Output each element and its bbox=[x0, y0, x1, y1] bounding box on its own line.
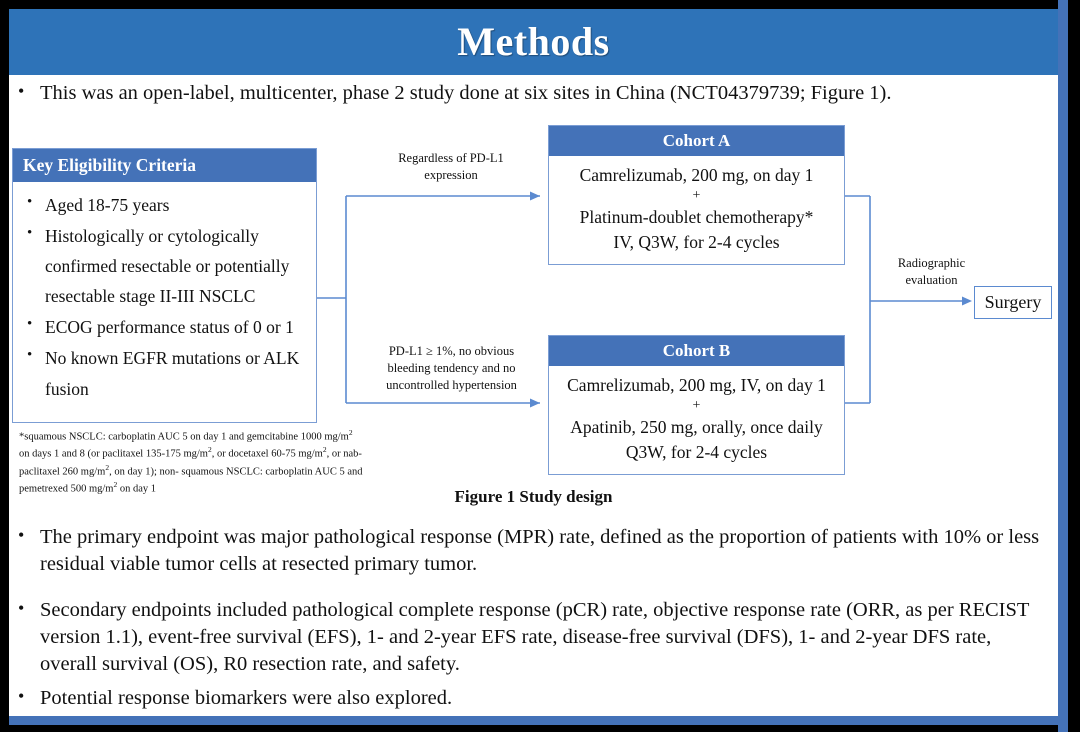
list-item-label: Aged 18-75 years bbox=[45, 195, 170, 215]
slide-title-band: Methods bbox=[9, 9, 1058, 75]
cohort-b-line2: Apatinib, 250 mg, orally, once daily bbox=[570, 417, 823, 438]
slide-frame-right bbox=[1068, 0, 1080, 732]
list-item: • No known EGFR mutations or ALK fusion bbox=[21, 343, 310, 403]
bullet-marker-icon: • bbox=[27, 194, 33, 210]
surgery-box: Surgery bbox=[974, 286, 1052, 319]
footnote-line3-b: on day 1 bbox=[117, 483, 157, 495]
connector-label-cohort-b: PD-L1 ≥ 1%, no obvious bleeding tendency… bbox=[364, 343, 539, 394]
list-item-label: Histologically or cytologically confirme… bbox=[45, 226, 290, 307]
footnote-line2-d: , on day 1); non- bbox=[109, 466, 179, 478]
bullet-marker-icon: • bbox=[18, 686, 25, 706]
list-item: • Histologically or cytologically confir… bbox=[21, 221, 310, 311]
cohort-b-body: Camrelizumab, 200 mg, IV, on day 1 + Apa… bbox=[549, 366, 844, 466]
bullet-primary-endpoint-text: The primary endpoint was major pathologi… bbox=[40, 526, 1040, 576]
bullet-intro: • This was an open-label, multicenter, p… bbox=[14, 80, 1044, 107]
cohort-a-line2: Platinum-doublet chemotherapy* bbox=[579, 207, 814, 228]
connector-label-cohort-a-line2: expression bbox=[424, 167, 478, 182]
figure-caption: Figure 1 Study design bbox=[454, 487, 613, 506]
footnote-line1-post: on days 1 and 8 (or bbox=[19, 448, 100, 460]
list-item: • Aged 18-75 years bbox=[21, 190, 310, 220]
eligibility-criteria-list: • Aged 18-75 years • Histologically or c… bbox=[13, 182, 316, 409]
slide-frame-bottom bbox=[0, 725, 1080, 732]
connector-label-radiographic-line2: evaluation bbox=[905, 272, 958, 287]
figure-connector-lines bbox=[317, 191, 972, 408]
cohort-a-plus: + bbox=[692, 188, 701, 204]
bullet-primary-endpoint: • The primary endpoint was major patholo… bbox=[14, 524, 1048, 578]
slide-frame-accent-bottom bbox=[9, 716, 1068, 725]
cohort-b-box: Cohort B Camrelizumab, 200 mg, IV, on da… bbox=[548, 335, 845, 475]
cohort-b-line3: Q3W, for 2-4 cycles bbox=[625, 442, 768, 463]
connector-label-cohort-a: Regardless of PD-L1 expression bbox=[381, 150, 521, 184]
cohort-b-plus: + bbox=[692, 398, 701, 414]
bullet-marker-icon: • bbox=[27, 225, 33, 242]
bullet-secondary-endpoints-text: Secondary endpoints included pathologica… bbox=[40, 599, 1030, 676]
list-item: • ECOG performance status of 0 or 1 bbox=[21, 312, 310, 342]
slide-frame-left bbox=[0, 0, 9, 732]
footnote-line2-c: , or nab-paclitaxel 260 mg/m bbox=[19, 448, 362, 478]
cohort-a-body: Camrelizumab, 200 mg, on day 1 + Platinu… bbox=[549, 156, 844, 256]
footnote-sup: 2 bbox=[105, 462, 110, 472]
slide-frame-accent-right bbox=[1058, 0, 1068, 732]
bullet-secondary-endpoints: • Secondary endpoints included pathologi… bbox=[14, 597, 1048, 678]
bullet-marker-icon: • bbox=[18, 525, 25, 545]
chemotherapy-footnote: *squamous NSCLC: carboplatin AUC 5 on da… bbox=[19, 428, 364, 498]
bullet-marker-icon: • bbox=[27, 316, 33, 333]
bullet-marker-icon: • bbox=[18, 598, 25, 618]
connector-label-radiographic-evaluation: Radiographic evaluation bbox=[879, 255, 984, 289]
cohort-b-header: Cohort B bbox=[549, 336, 844, 366]
footnote-sup: 2 bbox=[113, 480, 118, 490]
connector-label-cohort-b-line2: bleeding tendency and no bbox=[387, 360, 516, 375]
bullet-marker-icon: • bbox=[27, 347, 33, 364]
arrowheads bbox=[530, 191, 972, 408]
bullet-biomarkers: • Potential response biomarkers were als… bbox=[14, 685, 1048, 712]
cohort-a-line3: IV, Q3W, for 2-4 cycles bbox=[613, 232, 780, 253]
footnote-line2-b: , or docetaxel 60-75 mg/m bbox=[211, 448, 323, 460]
page-title: Methods bbox=[457, 19, 610, 64]
cohort-a-box: Cohort A Camrelizumab, 200 mg, on day 1 … bbox=[548, 125, 845, 265]
connector-label-cohort-b-line1: PD-L1 ≥ 1%, no obvious bbox=[388, 344, 515, 358]
footnote-line1-pre: *squamous NSCLC: carboplatin AUC 5 on da… bbox=[19, 431, 349, 443]
study-design-figure: Key Eligibility Criteria • Aged 18-75 ye… bbox=[9, 118, 1058, 508]
bullet-marker-icon: • bbox=[18, 81, 25, 101]
eligibility-criteria-box: Key Eligibility Criteria • Aged 18-75 ye… bbox=[12, 148, 317, 423]
bullet-biomarkers-text: Potential response biomarkers were also … bbox=[40, 687, 453, 709]
slide-frame-top bbox=[0, 0, 1080, 9]
connector-label-cohort-b-line3: uncontrolled hypertension bbox=[386, 377, 517, 392]
footnote-sup: 2 bbox=[322, 445, 327, 455]
cohort-b-line1: Camrelizumab, 200 mg, IV, on day 1 bbox=[567, 375, 826, 395]
surgery-label: Surgery bbox=[984, 292, 1042, 312]
footnote-line3-a: squamous NSCLC: carboplatin AUC 5 and pe… bbox=[19, 466, 363, 495]
eligibility-box-header: Key Eligibility Criteria bbox=[13, 149, 316, 182]
cohort-a-header: Cohort A bbox=[549, 126, 844, 156]
list-item-label: No known EGFR mutations or ALK fusion bbox=[45, 348, 300, 399]
footnote-line2-a: paclitaxel 135-175 mg/m bbox=[102, 448, 208, 460]
footnote-sup: 2 bbox=[348, 428, 353, 437]
footnote-sup: 2 bbox=[207, 445, 212, 455]
connector-label-cohort-a-line1: Regardless of PD-L1 bbox=[398, 151, 504, 165]
list-item-label: ECOG performance status of 0 or 1 bbox=[45, 317, 294, 338]
connector-label-radiographic-line1: Radiographic bbox=[897, 256, 966, 270]
cohort-a-line1: Camrelizumab, 200 mg, on day 1 bbox=[579, 165, 814, 185]
bullet-intro-text: This was an open-label, multicenter, pha… bbox=[40, 82, 892, 104]
